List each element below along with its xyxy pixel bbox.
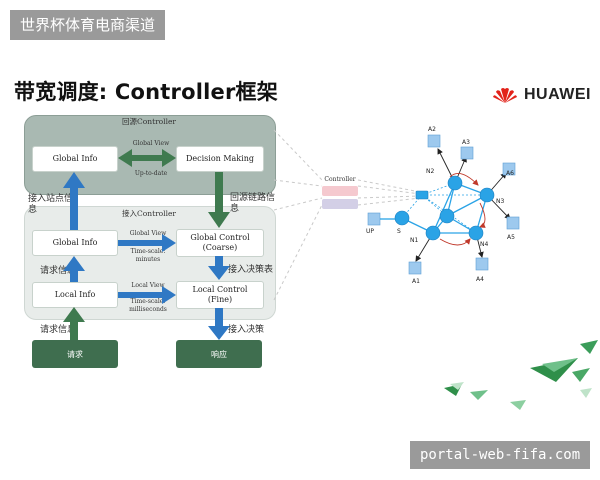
node-label-a3: A3 bbox=[462, 139, 470, 146]
huawei-flower-icon bbox=[493, 88, 517, 103]
decor-triangle-9 bbox=[450, 382, 464, 390]
node-label-s: S bbox=[397, 228, 401, 235]
node-label-a1: A1 bbox=[412, 278, 420, 285]
decor-triangle-8 bbox=[580, 388, 592, 398]
brand-name: HUAWEI bbox=[524, 86, 591, 103]
global-info-up-arrow bbox=[63, 172, 85, 230]
response-box: 响应 bbox=[176, 340, 262, 368]
channel-tag: 世界杯体育电商渠道 bbox=[10, 10, 166, 40]
global-control-box: Global Control (Coarse) bbox=[176, 229, 264, 257]
callout-lines bbox=[273, 129, 421, 301]
request-info-annotation-2: 请求信息 bbox=[40, 325, 77, 335]
decision-making-box: Decision Making bbox=[176, 146, 264, 172]
local-control-to-response-arrow bbox=[208, 308, 230, 340]
reverse-arrows bbox=[439, 172, 486, 246]
global-info-bottom-box: Global Info bbox=[32, 230, 118, 256]
mesh-links bbox=[401, 182, 488, 234]
node-label-up: UP bbox=[366, 228, 374, 235]
decor-triangle-4 bbox=[572, 368, 590, 382]
request-box: 请求 bbox=[32, 340, 118, 368]
node-label-a6: A6 bbox=[506, 170, 514, 177]
decor-triangle-6 bbox=[470, 390, 488, 400]
global-view-note-mid: Global View bbox=[129, 230, 167, 237]
local-to-global-info-arrow bbox=[63, 256, 85, 282]
node-label-n1: N1 bbox=[410, 237, 418, 244]
node-label-n3: N3 bbox=[496, 198, 504, 205]
local-view-note: Local View bbox=[131, 282, 165, 289]
controller-node bbox=[415, 190, 429, 200]
local-info-to-control-arrow bbox=[118, 286, 176, 304]
decor-triangle-3 bbox=[580, 340, 598, 354]
origin-link-info-annotation: 回源链路信 息 bbox=[230, 193, 276, 214]
time-scale-ms-note: Time-scale: milliseconds bbox=[129, 298, 167, 313]
global-view-note-top: Global View bbox=[132, 140, 170, 147]
node-label-a5: A5 bbox=[507, 234, 515, 241]
global-info-top-box: Global Info bbox=[32, 146, 118, 172]
node-label-n4: N4 bbox=[480, 241, 488, 248]
request-to-local-info-arrow bbox=[63, 307, 85, 340]
huawei-logo: HUAWEI bbox=[492, 86, 591, 104]
decision-to-control-arrow bbox=[208, 172, 230, 228]
local-info-box: Local Info bbox=[32, 282, 118, 308]
access-decision-table-annotation: 接入决策表 bbox=[228, 265, 274, 275]
controller-bar-pink bbox=[322, 186, 358, 196]
controller-label: Controller bbox=[324, 176, 356, 183]
node-label-a4: A4 bbox=[476, 276, 484, 283]
controller-bar-purple bbox=[322, 199, 358, 209]
node-label-n2: N2 bbox=[426, 168, 434, 175]
up-to-date-note: Up-to-date bbox=[134, 170, 168, 177]
access-site-info-annotation: 接入站点信 息 bbox=[28, 194, 74, 215]
origin-controller-label: 回源Controller bbox=[121, 117, 177, 126]
node-label-a2: A2 bbox=[428, 126, 436, 133]
decorative-triangles bbox=[444, 340, 598, 410]
local-control-box: Local Control (Fine) bbox=[176, 281, 264, 309]
controller-stack: Controller bbox=[322, 176, 358, 209]
router-nodes bbox=[394, 175, 495, 241]
request-info-annotation-1: 请求信息 bbox=[40, 266, 77, 276]
site-url-tag: portal-web-fifa.com bbox=[410, 441, 591, 469]
site-nodes bbox=[367, 134, 520, 275]
global-to-local-control-arrow bbox=[208, 256, 230, 280]
global-info-to-control-arrow bbox=[118, 234, 176, 252]
access-controller-label: 接入Controller bbox=[121, 209, 177, 218]
time-scale-minutes-note: Time-scale: minutes bbox=[130, 248, 166, 263]
network-topology: A2 A3 N2 A6 N3 UP S N1 N4 A5 A1 A4 bbox=[366, 126, 520, 285]
decor-triangle-7 bbox=[510, 400, 526, 410]
decor-triangle-2 bbox=[542, 358, 578, 372]
slide-title: 带宽调度: Controller框架 bbox=[14, 80, 278, 104]
node-labels: A2 A3 N2 A6 N3 UP S N1 N4 A5 A1 A4 bbox=[366, 126, 515, 285]
access-decision-annotation: 接入决策 bbox=[228, 325, 265, 335]
global-view-double-arrow bbox=[118, 149, 176, 167]
